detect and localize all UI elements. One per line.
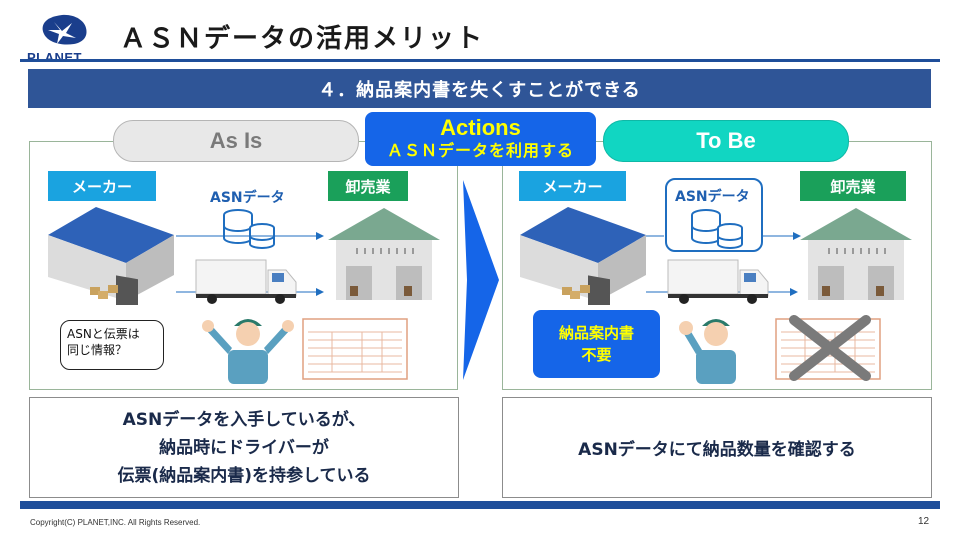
page-number: 12 [918,516,930,527]
factory-icon [520,207,646,305]
actions-subtitle: ＡＳＮデータを利用する [386,141,574,160]
to-be-asn-label: ASNデータ [675,189,750,205]
cross-mark-icon [789,315,871,381]
bubble-line-1: ASNと伝票は [67,327,140,341]
to-be-summary-text: ASNデータにて納品数量を確認する [578,440,856,460]
to-be-pill: To Be [603,120,849,162]
as-is-summary-line-3: 伝票(納品案内書)を持参している [117,465,371,486]
title-rule [20,59,940,62]
actions-box: Actions ＡＳＮデータを利用する [365,112,596,166]
delivery-slip-icon [302,318,408,380]
to-be-summary: ASNデータにて納品数量を確認する [502,397,932,498]
as-is-pill: As Is [113,120,359,162]
truck-icon [195,259,297,304]
warehouse-icon [328,208,440,300]
database-icon [223,209,275,249]
to-be-maker-label: メーカー [519,171,626,201]
truck-icon [667,259,769,304]
actions-title: Actions [440,115,521,140]
as-is-summary: ASNデータを入手しているが、 納品時にドライバーが 伝票(納品案内書)を持参し… [29,397,459,498]
database-icon [691,209,743,249]
to-be-wholesaler-label: 卸売業 [800,171,906,201]
page-title: ＡＳＮデータの活用メリット [120,24,485,54]
as-is-summary-line-1: ASNデータを入手しているが、 [122,409,366,430]
data-flow-arrow-icon [176,232,324,240]
no-need-line-2: 不要 [581,346,612,364]
footer-bar [20,501,940,509]
planet-logo-icon [42,14,87,45]
as-is-maker-label: メーカー [48,171,156,201]
to-be-asn-box [665,178,763,252]
bubble-line-2: 同じ情報？ [67,343,128,357]
as-is-wholesaler-label: 卸売業 [328,171,408,201]
transition-arrow-icon [463,180,499,380]
confused-worker-icon [202,319,294,384]
no-need-line-1: 納品案内書 [558,324,634,342]
section-banner: ４．納品案内書を失くすことができる [28,69,931,108]
as-is-summary-line-2: 納品時にドライバーが [159,437,329,458]
data-flow-arrow-icon [763,232,801,240]
question-bubble: ASNと伝票は 同じ情報？ [60,320,164,370]
ok-worker-icon [679,319,736,384]
slip-not-needed-box: 納品案内書 不要 [533,310,660,378]
warehouse-icon [800,208,912,300]
as-is-asn-label: ASNデータ [210,190,285,206]
factory-icon [48,207,174,305]
copyright: Copyright(C) PLANET,INC. All Rights Rese… [30,518,201,527]
logo-text: PLANET [27,50,82,65]
data-flow-arrow-icon [646,235,664,237]
